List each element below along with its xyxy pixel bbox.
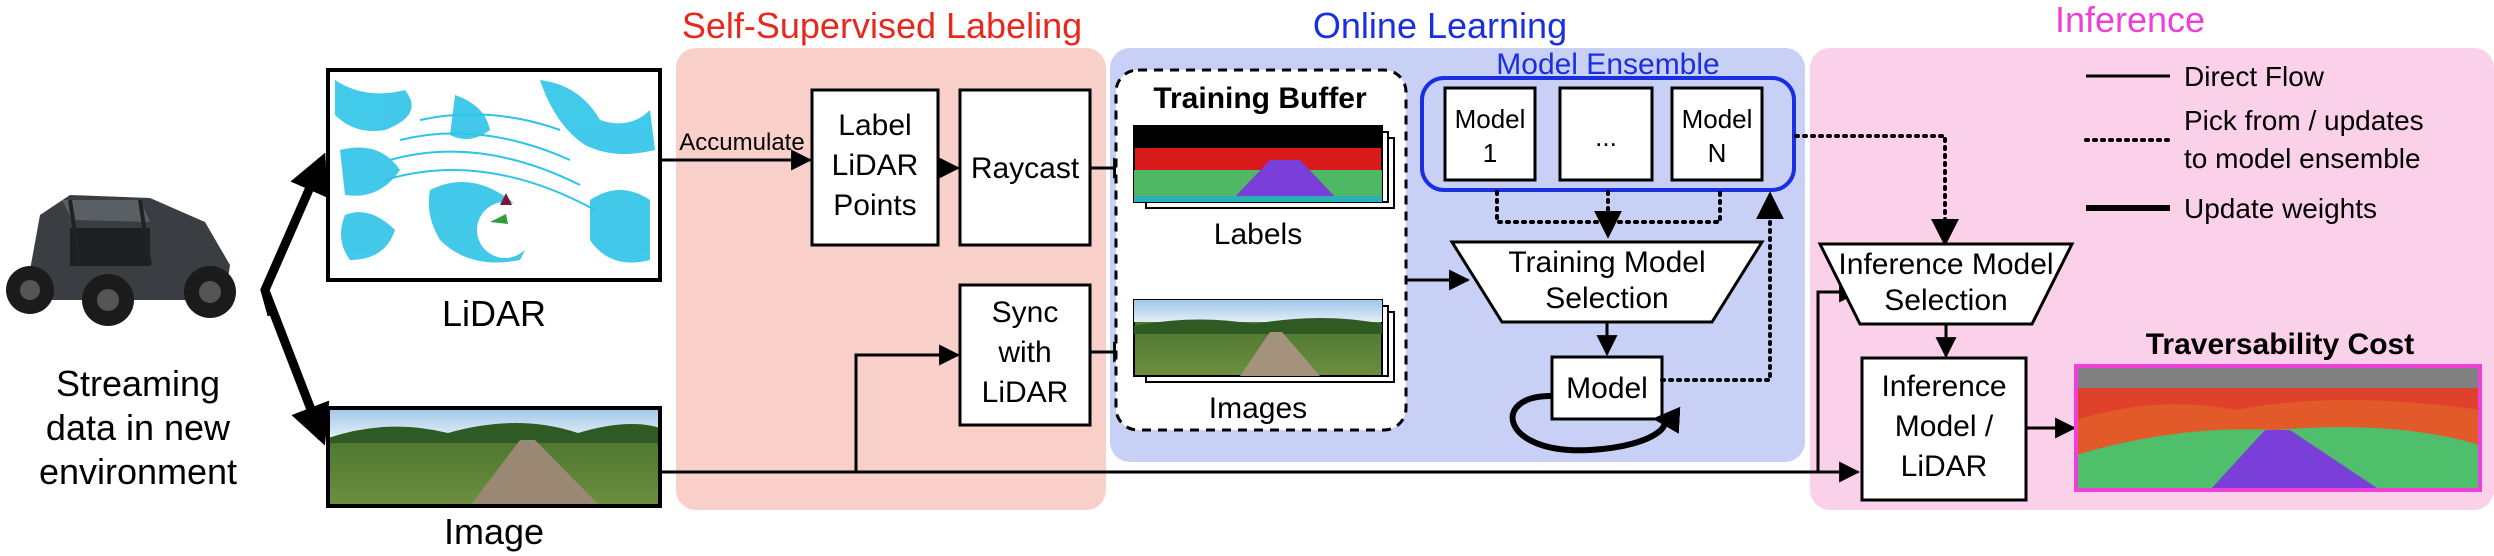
svg-text:Training Model: Training Model <box>1508 246 1705 279</box>
legend-update-weights-label: Update weights <box>2184 193 2377 224</box>
inference-model-selection-box: Inference Model Selection <box>1817 242 2075 326</box>
image-label: Image <box>444 511 544 552</box>
training-model-selection-box: Training Model Selection <box>1449 240 1765 324</box>
svg-text:LiDAR: LiDAR <box>832 149 919 182</box>
self-supervised-title: Self-Supervised Labeling <box>682 5 1082 46</box>
training-model-box: Model <box>1550 355 1664 421</box>
images-caption: Images <box>1209 392 1307 425</box>
lidar-label: LiDAR <box>442 293 546 334</box>
ensemble-pick-dotted <box>1495 190 1722 239</box>
legend-pick-from-label-2: to model ensemble <box>2184 143 2421 174</box>
legend: Direct Flow Pick from / updates to model… <box>2084 61 2424 224</box>
online-learning-title: Online Learning <box>1313 5 1567 46</box>
camera-image <box>326 406 662 508</box>
svg-text:environment: environment <box>39 451 237 492</box>
labels-image-stack <box>1133 125 1395 209</box>
labels-caption: Labels <box>1214 218 1302 251</box>
svg-text:LiDAR: LiDAR <box>982 376 1069 409</box>
svg-text:Selection: Selection <box>1884 284 2007 317</box>
traversability-cost-title: Traversability Cost <box>2146 328 2414 361</box>
model-1-box: Model 1 <box>1443 86 1537 182</box>
svg-text:Sync: Sync <box>992 296 1059 329</box>
model-update-ensemble-dotted <box>1660 191 1784 382</box>
svg-text:LiDAR: LiDAR <box>1901 450 1988 483</box>
sync-with-lidar-box: Sync with LiDAR <box>958 283 1092 427</box>
model-dots-box: ... <box>1558 86 1654 182</box>
svg-text:Model /: Model / <box>1895 410 1994 443</box>
label-lidar-points-box: Label LiDAR Points <box>810 88 940 247</box>
inference-title: Inference <box>2055 0 2205 40</box>
lidar-map-image <box>326 68 662 282</box>
svg-text:...: ... <box>1595 122 1617 152</box>
svg-text:Inference Model: Inference Model <box>1838 248 2053 281</box>
svg-text:data in new: data in new <box>46 407 231 448</box>
legend-direct-flow-label: Direct Flow <box>2184 61 2325 92</box>
inference-model-lidar-box: Inference Model / LiDAR <box>1860 356 2028 502</box>
svg-text:Streaming: Streaming <box>56 363 220 404</box>
update-weights-loop <box>1509 392 1681 454</box>
utv-vehicle-image <box>6 195 236 326</box>
svg-text:Inference: Inference <box>1881 370 2006 403</box>
source-split-arrows <box>260 152 330 446</box>
svg-text:Raycast: Raycast <box>971 152 1080 185</box>
svg-text:N: N <box>1708 138 1727 168</box>
svg-text:with: with <box>997 336 1051 369</box>
streaming-caption: Streaming data in new environment <box>39 363 237 492</box>
ensemble-to-inference-dotted <box>1794 134 1959 247</box>
svg-text:Label: Label <box>838 109 911 142</box>
svg-text:Model: Model <box>1682 104 1753 134</box>
raycast-box: Raycast <box>958 88 1092 247</box>
svg-text:Selection: Selection <box>1545 282 1668 315</box>
svg-text:Points: Points <box>833 189 916 222</box>
model-n-box: Model N <box>1670 86 1764 182</box>
svg-text:Model Ensemble: Model Ensemble <box>1496 48 1719 81</box>
legend-pick-from-label-1: Pick from / updates <box>2184 105 2424 136</box>
accumulate-label: Accumulate <box>679 129 804 156</box>
traversability-cost-image <box>2074 364 2482 492</box>
svg-text:Training Buffer: Training Buffer <box>1153 82 1367 115</box>
svg-text:1: 1 <box>1483 138 1497 168</box>
images-stack <box>1133 299 1395 383</box>
svg-text:Model: Model <box>1455 104 1526 134</box>
svg-text:Model: Model <box>1566 372 1648 405</box>
